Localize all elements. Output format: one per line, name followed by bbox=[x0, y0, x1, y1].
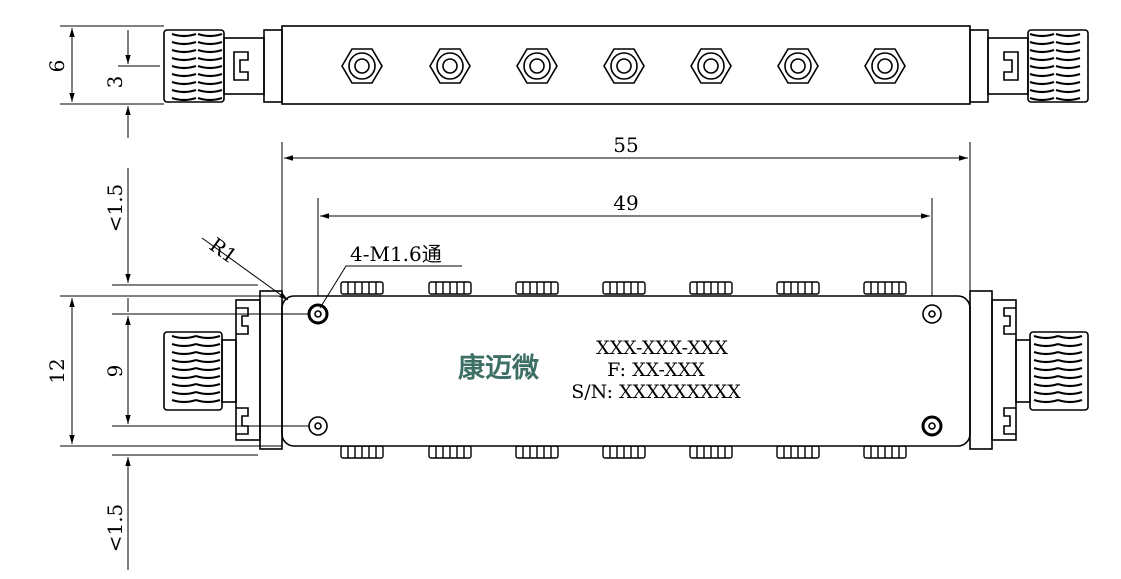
filter-body-top bbox=[281, 25, 971, 105]
front-view bbox=[60, 142, 1089, 570]
dim-hole-spacing-length: 49 bbox=[613, 191, 638, 215]
dim-overall-length: 55 bbox=[613, 133, 638, 157]
sma-connector-icon bbox=[163, 29, 283, 103]
brand-logo: 康迈微 bbox=[458, 352, 539, 384]
dim-hole-spacing-height: 9 bbox=[103, 365, 127, 378]
top-view bbox=[60, 25, 1089, 138]
frequency-range: F: XX-XXX bbox=[607, 359, 705, 381]
dim-body-height: 12 bbox=[45, 358, 69, 383]
tuning-screw-icon bbox=[340, 281, 907, 459]
serial-number: S/N: XXXXXXXXX bbox=[571, 381, 741, 403]
sma-connector-icon bbox=[969, 29, 1089, 103]
dimension-labels: 6 3 55 49 R1 4-M1.6通 12 9 <1.5 <1.5 bbox=[45, 60, 639, 553]
dim-half-height-top: 3 bbox=[103, 76, 127, 89]
dim-height-top: 6 bbox=[45, 60, 69, 73]
model-number: XXX-XXX-XXX bbox=[596, 337, 728, 359]
dim-mounting-holes: 4-M1.6通 bbox=[350, 242, 442, 266]
dim-clearance-top: <1.5 bbox=[103, 184, 127, 233]
sma-connector-icon bbox=[969, 290, 1089, 450]
dim-clearance-bottom: <1.5 bbox=[103, 504, 127, 553]
sma-connector-icon bbox=[163, 290, 283, 450]
tuning-screw-icon bbox=[341, 48, 906, 84]
product-label: 康迈微 XXX-XXX-XXX F: XX-XXX S/N: XXXXXXXXX bbox=[458, 337, 741, 403]
